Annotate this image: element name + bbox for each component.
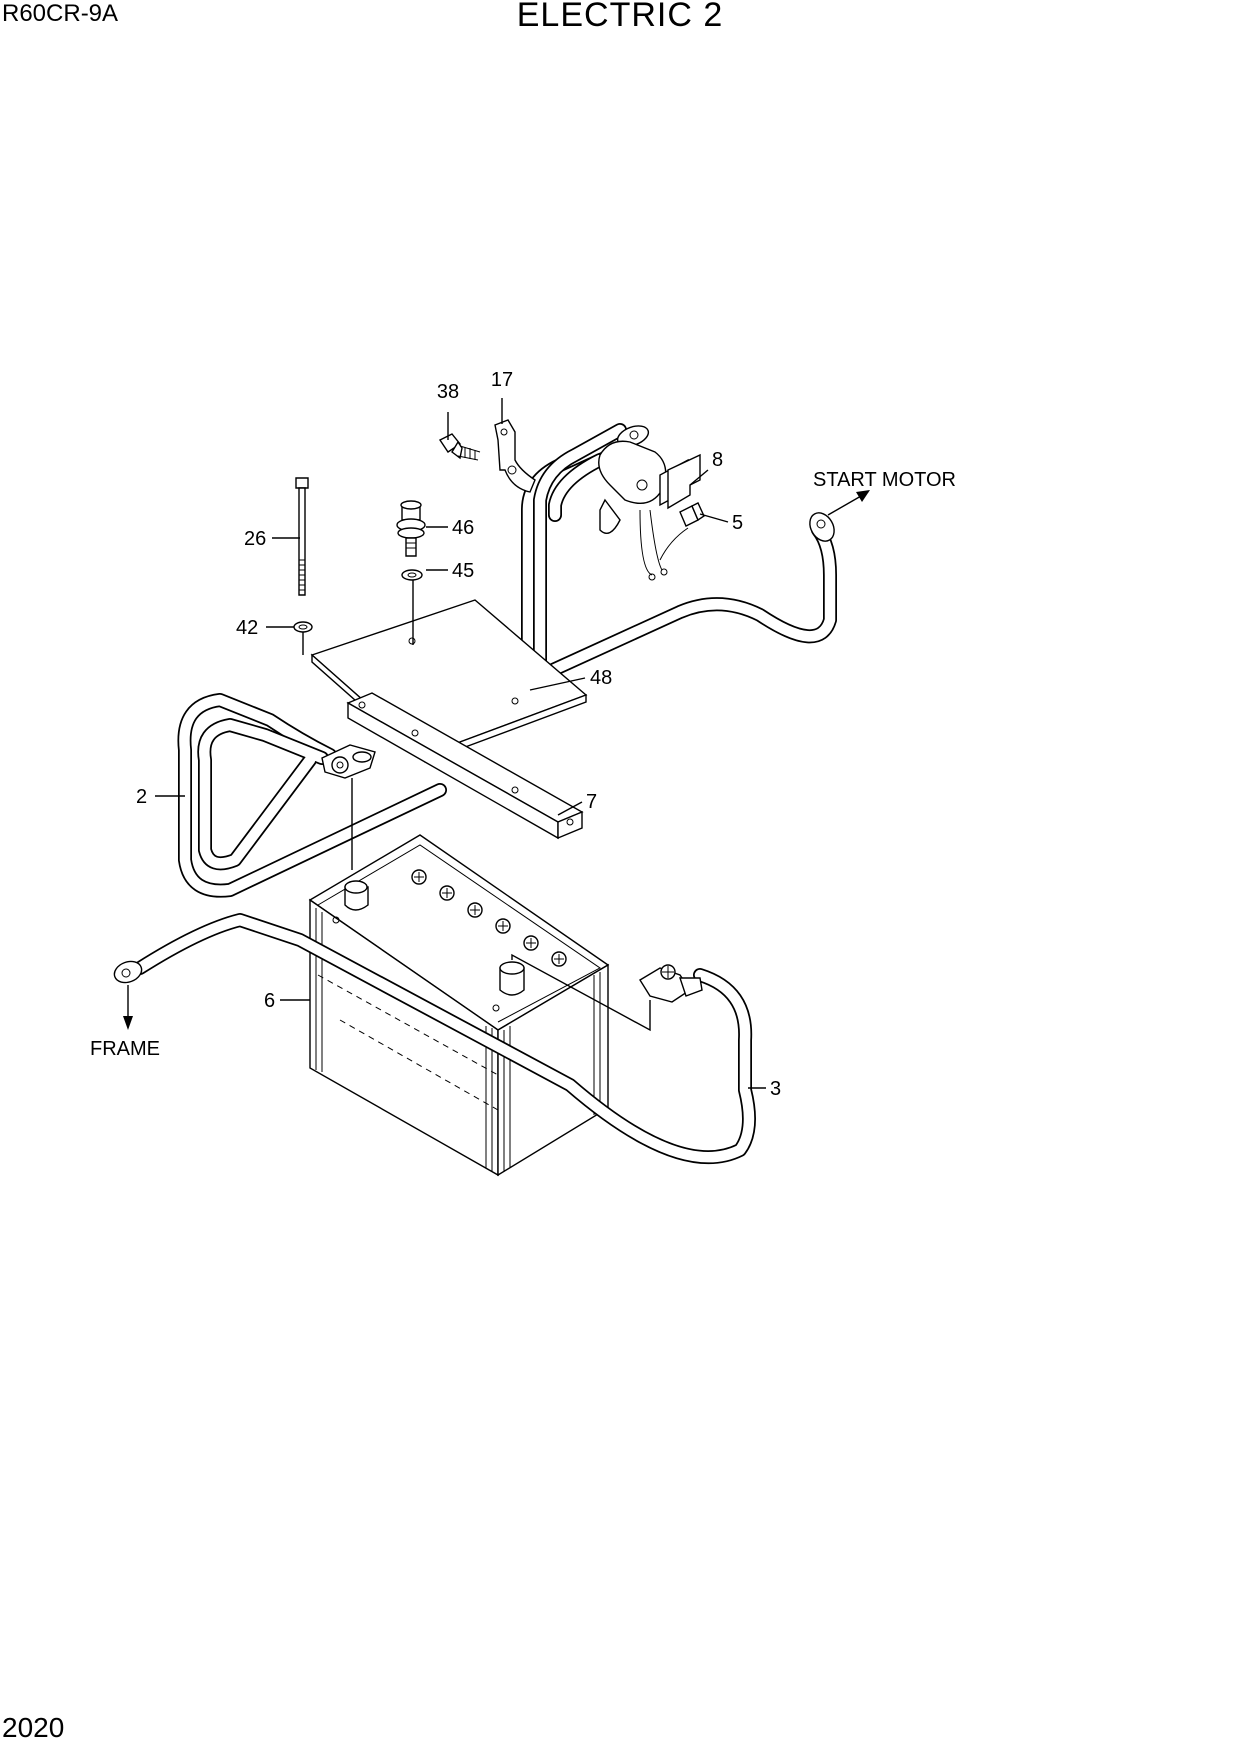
callout-42: 42 — [236, 617, 258, 639]
rod-26 — [295, 477, 309, 596]
callout-8: 8 — [712, 449, 723, 471]
callout-26: 26 — [244, 528, 266, 550]
battery-6 — [308, 834, 651, 1177]
bolt-46 — [396, 500, 426, 557]
start-motor-arrow — [827, 490, 870, 516]
cable-48 — [513, 423, 837, 692]
page-number: 2020 — [2, 1712, 65, 1743]
callout-38: 38 — [437, 381, 459, 403]
bar-7 — [346, 692, 584, 840]
frame-label: FRAME — [90, 1038, 160, 1060]
start-motor-label: START MOTOR — [813, 469, 956, 491]
washer-45 — [401, 569, 423, 581]
page-title: ELECTRIC 2 — [516, 0, 724, 34]
frame-arrow — [123, 985, 133, 1030]
leader-lines — [155, 398, 766, 1089]
cable-3 — [113, 913, 756, 1165]
callout-2: 2 — [136, 786, 147, 808]
model-code: R60CR-9A — [2, 0, 119, 27]
relay-8 — [598, 440, 701, 581]
callout-17: 17 — [491, 369, 513, 391]
bolt-38 — [438, 433, 481, 461]
callout-48: 48 — [590, 667, 612, 689]
callout-46: 46 — [452, 517, 474, 539]
connector-5 — [679, 502, 705, 527]
callout-6: 6 — [264, 990, 275, 1012]
washer-42 — [293, 621, 313, 633]
callout-45: 45 — [452, 560, 474, 582]
bracket-17 — [494, 419, 536, 493]
callout-3: 3 — [770, 1078, 781, 1100]
cable-2 — [177, 693, 447, 898]
callout-5: 5 — [732, 512, 743, 534]
callout-7: 7 — [586, 791, 597, 813]
